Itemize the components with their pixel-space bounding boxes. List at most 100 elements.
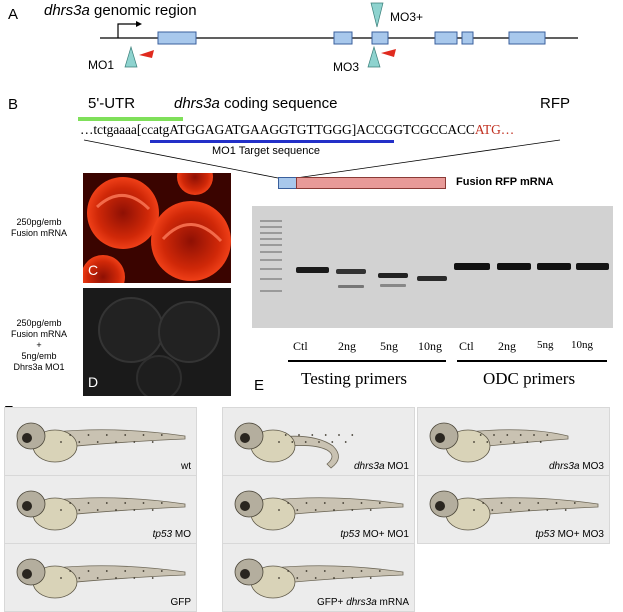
embryo-pigment	[296, 509, 299, 511]
embryo-pigment	[331, 441, 334, 443]
mo3-label: MO3	[333, 60, 360, 74]
gene-name: dhrs3a	[44, 2, 90, 19]
embryo-tail	[54, 497, 186, 517]
seq-target: ATGGAGATGAAGGTGTTGGG	[169, 122, 352, 137]
panel-c-letter: C	[88, 262, 99, 278]
utr-label: 5'-UTR	[88, 95, 136, 112]
gel-band-2ng-2	[338, 285, 364, 288]
embryo-pigment	[160, 570, 163, 572]
fusion-red-segment	[296, 177, 446, 189]
embryo-tail	[54, 429, 186, 449]
gel-band-odc-ctl	[454, 263, 490, 270]
embryo-pigment	[342, 502, 345, 504]
seq-bracket-close: ]	[351, 122, 357, 137]
embryo-pigment	[369, 577, 372, 579]
gel-band-5ng-2	[380, 284, 406, 287]
embryo-pigment	[133, 509, 136, 511]
exon-3	[371, 31, 389, 45]
embryo-pigment	[369, 509, 372, 511]
embryo-pigment	[87, 434, 90, 436]
embryo-pigment	[151, 577, 154, 579]
embryo-eye	[22, 501, 32, 511]
embryo-pigment	[506, 434, 509, 436]
embryo-pigment	[96, 509, 99, 511]
embryo-pigment	[573, 502, 576, 504]
mo3-primer-icon	[381, 49, 396, 57]
panel-d-label-line1: 250pg/emb	[16, 318, 62, 328]
embryo-pigment	[151, 509, 154, 511]
embryo-pigment	[378, 502, 381, 504]
embryo-pigment	[284, 434, 287, 436]
embryo-pigment	[324, 434, 327, 436]
group-label-odc: ODC primers	[483, 369, 576, 388]
panel-d-letter: D	[88, 374, 99, 390]
embryo-panel: dhrs3a MO1	[222, 407, 415, 476]
embryo-pigment	[351, 577, 354, 579]
embryo-eye	[435, 501, 445, 511]
embryo-pigment	[287, 502, 290, 504]
embryo-pigment	[378, 570, 381, 572]
lane-label-4: 10ng	[418, 339, 442, 353]
panel-b-letter: B	[8, 96, 19, 113]
embryo-pigment	[78, 509, 81, 511]
embryo-image	[16, 422, 186, 463]
embryo-pigment	[105, 570, 108, 572]
embryo-image	[234, 490, 404, 531]
embryo-image	[429, 490, 599, 531]
embryo-label: tp53 MO+ MO1	[340, 529, 409, 540]
embryo-panel: dhrs3a MO3	[417, 407, 610, 476]
lane-label-2: 2ng	[338, 339, 356, 353]
embryo-pigment	[60, 577, 62, 579]
seq-middle: ACCGGTCGCCACC	[356, 122, 475, 137]
panel-d-label-line2: Fusion mRNA	[10, 329, 67, 339]
embryo-pigment	[323, 502, 326, 504]
embryo-pigment	[491, 509, 494, 511]
seq-bracket-open: [	[136, 122, 142, 137]
embryo-label: wt	[181, 461, 191, 472]
target-label: MO1 Target sequence	[212, 145, 321, 157]
embryo-tail	[272, 565, 404, 585]
embryo-image	[234, 558, 404, 599]
target-bar	[150, 140, 394, 143]
lane-label-5: Ctl	[459, 339, 474, 353]
coding-suffix: coding sequence	[219, 95, 338, 112]
embryo-pigment	[482, 502, 485, 504]
embryo-pigment	[314, 509, 317, 511]
embryo-pigment	[360, 570, 363, 572]
fusion-connector-lines	[83, 139, 561, 179]
embryo-pigment	[528, 509, 530, 511]
panel-c-label: 250pg/emb Fusion mRNA	[0, 217, 78, 239]
embryo-panel: wt	[4, 407, 197, 476]
embryo-pigment	[298, 434, 300, 436]
embryo-pigment	[142, 434, 145, 436]
embryo-label: GFP	[170, 597, 191, 608]
gel-band-odc-2ng	[497, 263, 531, 270]
embryo-label: GFP+ dhrs3a mRNA	[317, 597, 409, 608]
embryo-pigment	[291, 441, 294, 443]
embryo-pigment	[519, 434, 522, 436]
exon-5	[461, 31, 474, 45]
mo1-label: MO1	[88, 58, 115, 72]
genomic-region-suffix: genomic region	[89, 2, 197, 19]
embryo-pigment	[105, 502, 108, 504]
embryo-pigment	[78, 441, 81, 443]
seq-red-start: ATG…	[474, 122, 515, 137]
exon-4	[434, 31, 458, 45]
embryo-pigment	[500, 502, 503, 504]
embryo-panel: tp53 MO+ MO3	[417, 475, 610, 544]
embryo-pigment	[69, 502, 72, 504]
embryo-pigment	[160, 434, 163, 436]
genomic-map	[100, 2, 578, 68]
embryo-pigment	[493, 434, 495, 436]
embryo-pigment	[115, 577, 117, 579]
gel-band-10ng-1	[417, 276, 447, 281]
embryo-pigment	[305, 570, 308, 572]
embryo-pigment	[151, 441, 154, 443]
seq-prefix: …tctgaaaa	[80, 122, 137, 137]
mo3plus-marker-icon	[370, 2, 384, 28]
embryo-pigment	[305, 502, 308, 504]
embryo-label: dhrs3a MO3	[548, 461, 604, 472]
embryo-tail	[272, 497, 404, 517]
embryo-pigment	[479, 434, 482, 436]
fluorescence-image-red	[83, 173, 231, 283]
